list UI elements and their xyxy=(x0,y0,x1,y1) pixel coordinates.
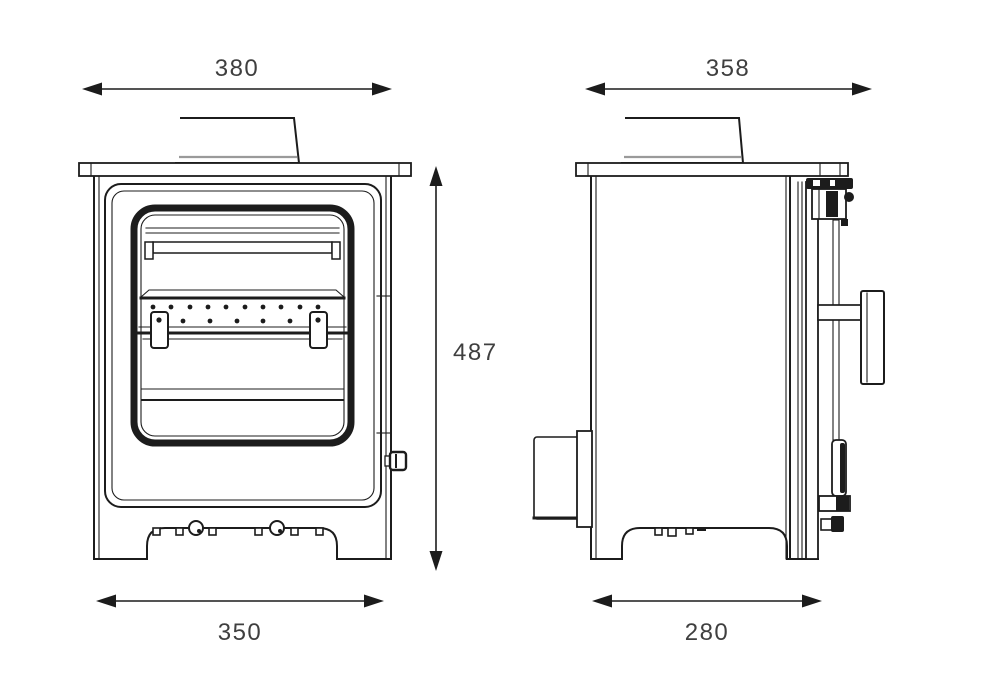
base-side xyxy=(654,527,706,537)
stove-door-front xyxy=(104,183,382,508)
dimension-front-base-width: 350 xyxy=(96,594,384,646)
stove-body-side xyxy=(590,176,819,560)
top-plate-front xyxy=(78,162,412,177)
air-control-knob xyxy=(188,520,204,536)
firebox-interior-front xyxy=(137,227,348,401)
dim-label-front-top-width: 380 xyxy=(215,55,260,82)
baffle-plate xyxy=(144,241,341,260)
retainer-clips xyxy=(150,311,328,349)
dim-label-front-base-width: 350 xyxy=(218,619,263,646)
door-hinge-top-side xyxy=(806,178,854,226)
air-control-knob xyxy=(269,520,285,536)
air-holes xyxy=(150,304,321,324)
dim-label-overall-height: 487 xyxy=(453,339,498,366)
dim-label-side-top-depth: 358 xyxy=(706,55,751,82)
door-hinge-bottom-side xyxy=(818,439,851,532)
dimension-side-top-depth: 358 xyxy=(585,55,872,96)
dimension-side-base-depth: 280 xyxy=(592,594,822,646)
side-view xyxy=(532,117,885,560)
door-edge-side xyxy=(797,181,840,560)
flue-collar-front xyxy=(175,117,301,164)
door-latch-knob-front xyxy=(384,450,408,472)
base-front xyxy=(152,520,324,536)
dim-label-side-base-depth: 280 xyxy=(685,619,730,646)
flue-collar-side xyxy=(621,117,745,164)
dimension-overall-height: 487 xyxy=(429,166,498,571)
firebox-back-panel-edge xyxy=(139,289,346,300)
front-view xyxy=(78,117,412,560)
door-handle-side xyxy=(817,290,885,385)
stove-body-front xyxy=(93,176,392,560)
door-glass-window xyxy=(130,204,355,447)
rear-air-inlet-box-side xyxy=(532,430,593,528)
dimension-front-top-width: 380 xyxy=(82,55,392,96)
top-plate-side xyxy=(575,162,849,177)
